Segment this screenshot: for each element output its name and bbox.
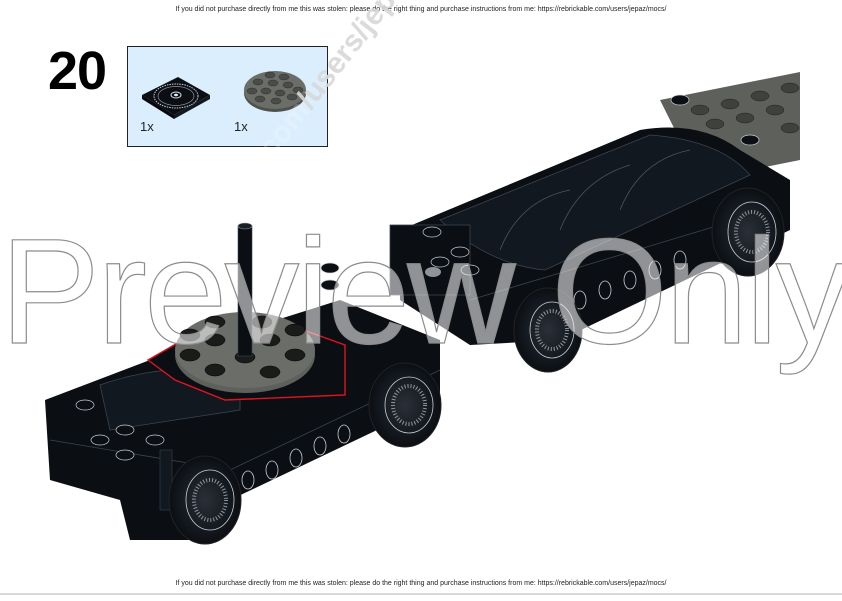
part-1-quantity: 1x bbox=[140, 119, 154, 134]
axle bbox=[237, 222, 253, 357]
rear-wheel-right bbox=[711, 187, 785, 277]
bottom-divider bbox=[0, 593, 842, 595]
parts-callout: 1x 1x bbox=[127, 46, 328, 147]
top-copyright-notice: If you did not purchase directly from me… bbox=[175, 6, 667, 13]
front-wheel-left bbox=[168, 455, 242, 545]
front-wheel-right bbox=[368, 362, 442, 448]
rear-wheel-left bbox=[513, 287, 583, 373]
step-number: 20 bbox=[48, 41, 107, 101]
bottom-copyright-notice: If you did not purchase directly from me… bbox=[175, 580, 667, 587]
part-round-plate-icon bbox=[240, 63, 310, 115]
part-2-quantity: 1x bbox=[234, 119, 248, 134]
new-part-turntable-highlight bbox=[146, 312, 346, 401]
part-turntable-icon bbox=[138, 69, 214, 121]
rear-carriage bbox=[389, 94, 790, 345]
